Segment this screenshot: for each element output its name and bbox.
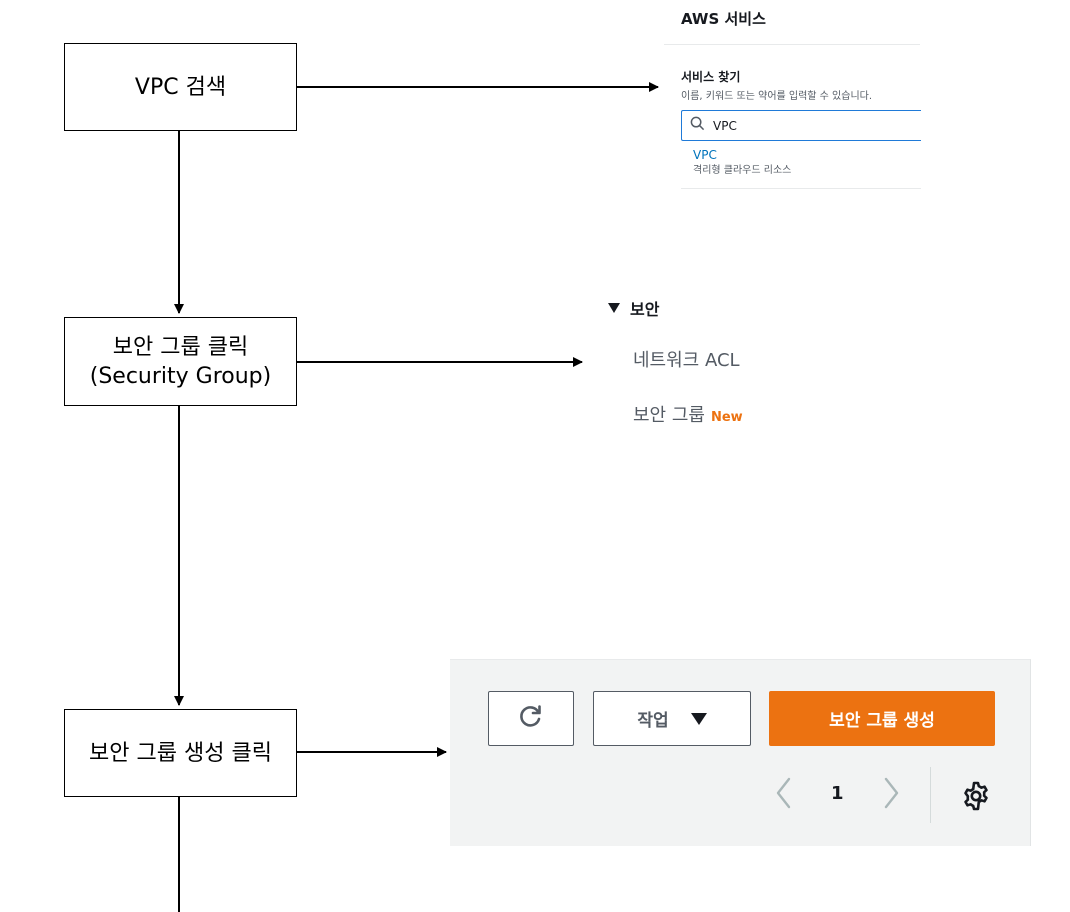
nav-section-header-security[interactable]: 보안: [605, 296, 659, 320]
search-result-title[interactable]: VPC: [693, 148, 717, 162]
find-services-description: 이름, 키워드 또는 약어를 입력할 수 있습니다.: [681, 91, 873, 102]
find-services-title: 서비스 찾기: [681, 70, 741, 84]
flow-step-sublabel: (Security Group): [89, 363, 272, 389]
pager-divider: [930, 767, 931, 823]
create-security-group-button[interactable]: 보안 그룹 생성: [769, 691, 995, 746]
nav-section-label: 보안: [630, 300, 660, 319]
nav-item-label: 네트워크 ACL: [633, 350, 740, 371]
refresh-button[interactable]: [488, 691, 574, 746]
expand-triangle-icon: [608, 303, 620, 313]
search-value: VPC: [713, 118, 737, 133]
service-search-input[interactable]: VPC: [681, 110, 921, 141]
caret-down-icon: [690, 712, 707, 725]
flow-step-label: VPC 검색: [134, 74, 227, 100]
settings-icon[interactable]: [960, 780, 992, 816]
nav-item-label: 보안 그룹: [633, 405, 705, 426]
flow-step-label: 보안 그룹 클릭: [112, 334, 249, 360]
nav-item-network-acl[interactable]: 네트워크 ACL: [633, 346, 740, 372]
new-badge: New: [710, 410, 743, 425]
chevron-left-icon[interactable]: [775, 776, 793, 814]
flow-step-click-create-security-group: 보안 그룹 생성 클릭: [64, 709, 297, 797]
page-number[interactable]: 1: [831, 783, 844, 804]
aws-services-search-panel: AWS 서비스 서비스 찾기 이름, 키워드 또는 약어를 입력할 수 있습니다…: [664, 0, 921, 190]
vpc-nav-security-section: 보안 네트워크 ACL 보안 그룹 New: [605, 292, 865, 442]
refresh-icon: [518, 703, 544, 734]
search-result-description: 격리형 클라우드 리소스: [693, 165, 792, 176]
chevron-right-icon[interactable]: [882, 776, 900, 814]
create-label: 보안 그룹 생성: [829, 711, 935, 731]
search-result-item[interactable]: VPC 격리형 클라우드 리소스: [681, 142, 921, 189]
flow-step-label: 보안 그룹 생성 클릭: [89, 740, 272, 766]
actions-label: 작업: [637, 711, 669, 731]
actions-dropdown-button[interactable]: 작업: [593, 691, 751, 746]
panel-header: AWS 서비스: [664, 0, 920, 45]
flow-step-vpc-search: VPC 검색: [64, 43, 297, 131]
search-icon: [690, 116, 705, 135]
nav-item-security-groups[interactable]: 보안 그룹 New: [633, 401, 743, 427]
flow-step-click-security-group: 보안 그룹 클릭 (Security Group): [64, 317, 297, 406]
security-groups-toolbar: 작업 보안 그룹 생성 1: [450, 659, 1031, 846]
